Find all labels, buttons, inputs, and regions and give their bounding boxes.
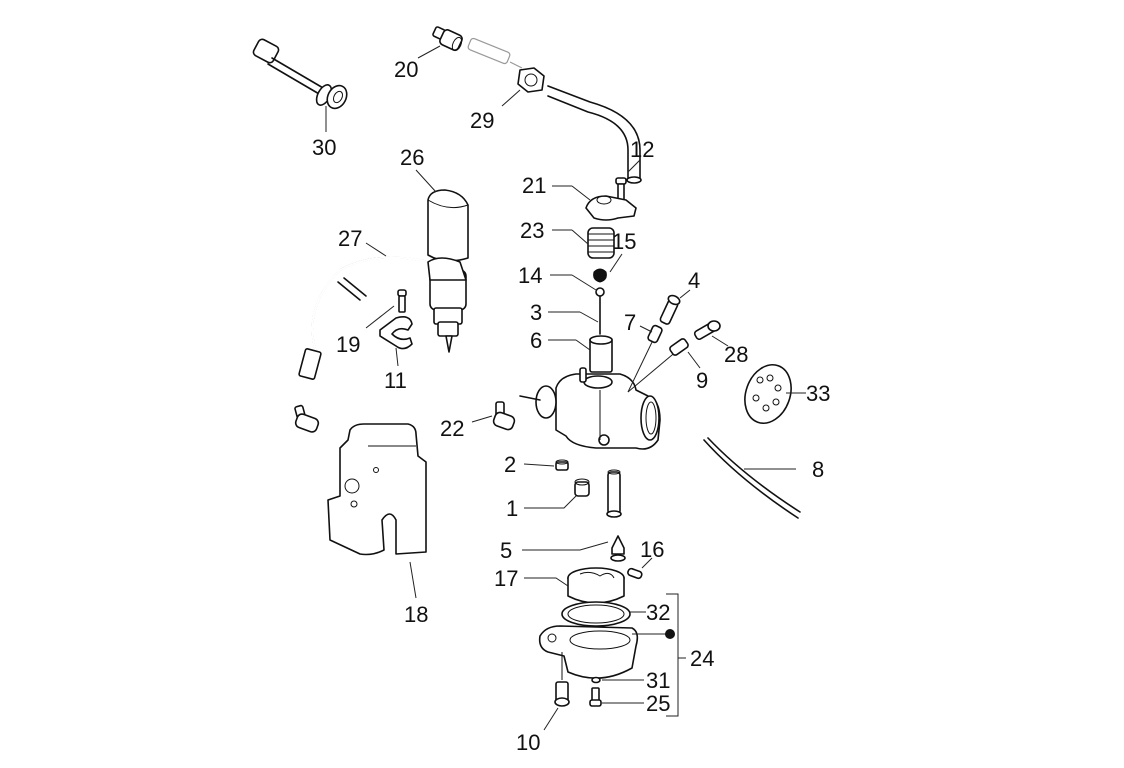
label-18[interactable]: 18: [404, 602, 428, 627]
part-19-screw[interactable]: [397, 289, 407, 313]
part-10-screw[interactable]: [554, 652, 570, 707]
part-9-spring[interactable]: [669, 338, 689, 357]
label-33[interactable]: 33: [806, 381, 830, 406]
label-9[interactable]: 9: [696, 368, 708, 393]
part-5-float-needle[interactable]: [610, 535, 626, 562]
label-25[interactable]: 25: [646, 691, 670, 716]
part-31-oring[interactable]: [591, 676, 601, 684]
leader-29: [501, 89, 521, 107]
part-22-screw-body[interactable]: [492, 401, 516, 431]
label-27[interactable]: 27: [338, 226, 362, 251]
part-22-screw[interactable]: [294, 404, 320, 433]
leader-6b: [575, 339, 591, 351]
float-bowl[interactable]: [538, 625, 639, 679]
part-6-slide[interactable]: [589, 335, 613, 373]
leader-26: [415, 169, 437, 193]
bracket-24: [666, 593, 679, 717]
label-20[interactable]: 20: [394, 57, 418, 82]
label-2[interactable]: 2: [504, 452, 516, 477]
leader-22: [471, 415, 493, 423]
part-17-float[interactable]: [567, 567, 625, 604]
leader-28: [711, 335, 729, 347]
part-25-screw[interactable]: [589, 687, 602, 707]
part-8-hose[interactable]: [703, 437, 801, 519]
leader-7-label: [639, 325, 653, 333]
leader-19: [365, 305, 395, 329]
part-32-gasket[interactable]: [561, 601, 631, 627]
label-16[interactable]: 16: [640, 537, 664, 562]
label-31[interactable]: 31: [646, 668, 670, 693]
leader-3b: [579, 311, 599, 323]
label-11[interactable]: 11: [384, 368, 407, 393]
carburettor-body[interactable]: [519, 367, 661, 450]
label-21[interactable]: 21: [522, 173, 546, 198]
label-15[interactable]: 15: [612, 229, 636, 254]
part-15-clip[interactable]: [593, 268, 607, 283]
part-18-cover[interactable]: [327, 423, 427, 556]
label-26[interactable]: 26: [400, 145, 424, 170]
leader-21b: [571, 185, 591, 201]
part-3-needle[interactable]: [595, 287, 605, 335]
label-3[interactable]: 3: [530, 300, 542, 325]
label-28[interactable]: 28: [724, 342, 748, 367]
label-14[interactable]: 14: [518, 263, 542, 288]
leader-9-label: [687, 351, 701, 369]
label-17[interactable]: 17: [494, 566, 518, 591]
label-29[interactable]: 29: [470, 108, 494, 133]
leader-2: [523, 463, 555, 467]
part-29-nut[interactable]: [517, 67, 545, 93]
part-7-spring[interactable]: [647, 324, 663, 344]
label-5[interactable]: 5: [500, 538, 512, 563]
label-1[interactable]: 1: [506, 496, 518, 521]
label-7[interactable]: 7: [624, 310, 636, 335]
leader-15: [609, 253, 623, 273]
leader-18: [409, 561, 417, 599]
leader-16: [641, 557, 653, 569]
bowl-marker-dot: [665, 629, 675, 639]
part-20-sleeve[interactable]: [432, 26, 463, 52]
emulsion-tube: [606, 469, 622, 518]
label-23[interactable]: 23: [520, 218, 544, 243]
part-33-filter-disc[interactable]: [737, 358, 799, 429]
label-22[interactable]: 22: [440, 416, 464, 441]
part-28-screw[interactable]: [693, 320, 721, 341]
cable-tube: [547, 85, 642, 184]
leader-1: [524, 495, 577, 509]
label-4[interactable]: 4: [688, 268, 700, 293]
leader-4: [679, 289, 691, 299]
leader-5: [522, 541, 609, 551]
label-10[interactable]: 10: [516, 730, 540, 755]
part-16-pin[interactable]: [627, 567, 643, 580]
part-21-cover[interactable]: [585, 195, 637, 221]
leader-10: [543, 707, 559, 731]
leader-7: [627, 337, 655, 393]
label-24[interactable]: 24: [690, 646, 714, 671]
label-19[interactable]: 19: [336, 332, 360, 357]
part-4-screw[interactable]: [659, 294, 681, 325]
label-6[interactable]: 6: [530, 328, 542, 353]
leader-11: [395, 347, 399, 367]
part-30-bolt[interactable]: [252, 38, 351, 112]
label-12[interactable]: 12: [630, 137, 654, 162]
part-11-clamp[interactable]: [379, 316, 413, 350]
part-27-choke[interactable]: [298, 256, 467, 380]
adjuster-screw-ghost: [467, 37, 523, 69]
part-1-jet[interactable]: [574, 478, 590, 497]
part-2-jet[interactable]: [555, 459, 569, 471]
leader-9: [627, 349, 679, 393]
part-23-spring[interactable]: [587, 227, 615, 259]
label-30[interactable]: 30: [312, 135, 336, 160]
leader-20: [417, 45, 441, 59]
part-26-cap[interactable]: [427, 189, 469, 262]
leader-14b: [571, 274, 597, 291]
label-32[interactable]: 32: [646, 600, 670, 625]
leader-12: [627, 159, 641, 173]
label-8[interactable]: 8: [812, 457, 824, 482]
leader-27: [365, 242, 387, 257]
leader-23b: [571, 229, 589, 245]
leader-17: [524, 577, 569, 587]
